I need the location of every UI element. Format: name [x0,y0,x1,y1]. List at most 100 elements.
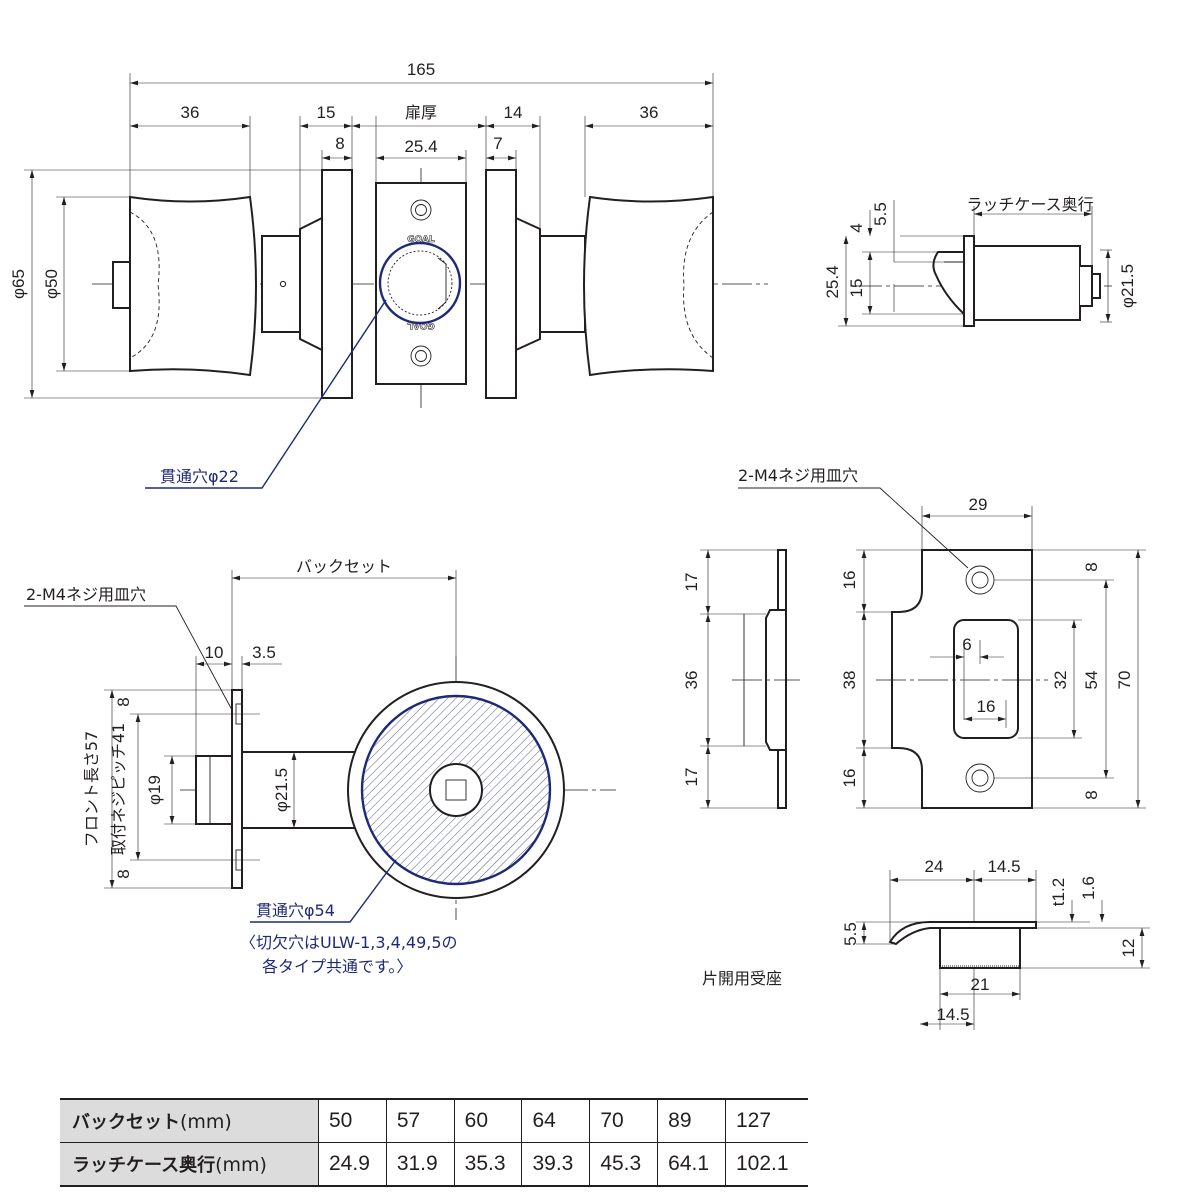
table-cell: 127 [724,1098,808,1143]
logo-text-top: GOAL [407,235,435,245]
strike-views: 17 36 17 2-M4ネジ用皿穴 29 16 38 16 [682,466,1150,1030]
left-knob-button [112,261,131,309]
section-latch-case [241,751,357,829]
dim-latch-face: 25.4 [404,137,437,156]
section-spindle [429,763,483,817]
dim-rose-left: 15 [317,103,336,122]
table-cell: 64 [521,1098,590,1143]
table-cell: 70 [589,1098,658,1143]
right-rose [515,216,541,352]
strike-bottom-dim-21: 21 [971,975,990,994]
strike-dim-6: 6 [962,635,971,654]
table-cell: 102.1 [724,1142,808,1187]
latch-dim-4: 4 [847,223,866,232]
table-cell: 60 [453,1098,522,1143]
strike-bottom-dim-1-6: 1.6 [1079,876,1098,900]
table-row-label: ラッチケース奥行(mm) [60,1142,319,1187]
latch-case [973,245,1081,321]
strike-dim-16: 16 [977,697,996,716]
section-dim-3-5: 3.5 [252,643,276,662]
dim-door-thickness: 扉厚 [405,103,437,122]
through-hole-note: 貫通穴φ22 [160,467,239,486]
left-rose [299,216,323,352]
table-cell: 89 [657,1098,726,1143]
strike-bottom-dim-14-5-bottom: 14.5 [936,1005,969,1024]
dim-knob-inner-dia: φ50 [42,269,61,299]
table-row-label: バックセット(mm) [60,1098,319,1143]
latch-faceplate [375,182,467,385]
logo-text-bottom: GOAL [407,320,435,330]
dim-plate-left: 8 [335,134,344,153]
latch-dim-dia-21-5: φ21.5 [1118,264,1137,308]
section-dim-dia-21-5: φ21.5 [272,768,291,812]
strike-dim-54: 54 [1082,671,1101,690]
strike-dim-8-bottom: 8 [1082,790,1101,799]
latch-bolt [932,251,965,317]
dim-rose-right: 14 [504,103,523,122]
section-view: バックセット 2-M4ネジ用皿穴 10 3.5 フロント長さ57 取付ネジピッチ… [24,557,616,976]
section-front-plate [231,689,243,889]
right-plate [485,169,517,399]
spec-table: バックセット(mm) 50 57 60 64 70 89 127 ラッチケース奥… [60,1098,808,1187]
dim-overall: 165 [407,60,435,79]
section-hole-note: 貫通穴φ54 [256,901,335,920]
dim-plate-right: 7 [493,134,502,153]
table-cell: 39.3 [521,1142,590,1187]
dim-knob-right: 36 [640,103,659,122]
left-knob [129,195,257,377]
right-knob-neck [539,235,586,333]
latch-dim-5-5: 5.5 [871,202,890,226]
strike-side-dim-36: 36 [682,671,701,690]
latch-dim-15: 15 [847,279,866,298]
left-knob-neck [261,235,301,333]
dim-knob-dia: φ65 [9,269,28,299]
latch-front-plate [963,235,975,327]
strike-caption: 片開用受座 [702,969,782,988]
dim-knob-left: 36 [181,103,200,122]
backset-label: バックセット [296,557,392,576]
section-screw-pitch: 取付ネジピッチ41 [109,723,128,855]
table-row: バックセット(mm) 50 57 60 64 70 89 127 [60,1098,808,1143]
strike-latch-opening [953,619,1019,739]
latch-depth-label: ラッチケース奥行 [966,195,1093,214]
section-cut-note-1: 〈切欠穴はULW-1,3,4,49,5の [240,933,458,952]
strike-side-dim-17-top: 17 [682,573,701,592]
section-screw-note: 2-M4ネジ用皿穴 [26,585,146,604]
section-dim-10: 10 [205,643,224,662]
strike-dim-32: 32 [1051,671,1070,690]
section-dim-dia-19: φ19 [145,775,164,805]
latch-dim-25-4: 25.4 [823,265,842,298]
strike-dim-8-top: 8 [1082,562,1101,571]
latch-side-view: 25.4 15 4 5.5 ラッチケース奥行 φ21.5 [823,195,1137,327]
table-cell: 35.3 [453,1142,522,1187]
section-latch-bolt [195,755,233,825]
section-cut-note-2: 各タイプ共通です。〉 [262,957,412,976]
front-view: GOAL GOAL 貫通穴φ22 165 36 15 扉厚 14 [9,60,768,489]
strike-screw-note: 2-M4ネジ用皿穴 [738,466,858,485]
strike-bottom-dim-14-5-top: 14.5 [987,857,1020,876]
strike-side-dim-17-bottom: 17 [682,768,701,787]
strike-bottom-dim-t1-2: t1.2 [1049,878,1068,906]
strike-bottom-dim-12: 12 [1119,939,1138,958]
strike-dim-29: 29 [969,495,988,514]
right-knob [583,195,714,377]
table-cell: 57 [385,1098,455,1143]
table-cell: 24.9 [318,1142,387,1187]
table-cell: 31.9 [385,1142,455,1187]
table-cell: 64.1 [657,1142,726,1187]
strike-bottom-dim-5-5: 5.5 [841,922,860,946]
strike-dim-16-bottom: 16 [840,769,859,788]
strike-dim-16-top: 16 [840,571,859,590]
strike-bottom-dim-24: 24 [925,857,944,876]
section-dim-8-bottom: 8 [114,869,133,878]
strike-dim-70: 70 [1115,671,1134,690]
through-hole-54 [360,694,552,886]
table-row: ラッチケース奥行(mm) 24.9 31.9 35.3 39.3 45.3 64… [60,1142,808,1187]
through-hole-22 [378,241,462,325]
strike-dim-38: 38 [840,671,859,690]
table-cell: 45.3 [589,1142,658,1187]
table-cell: 50 [318,1098,387,1143]
section-front-length: フロント長さ57 [82,731,101,847]
section-dim-8-top: 8 [114,697,133,706]
